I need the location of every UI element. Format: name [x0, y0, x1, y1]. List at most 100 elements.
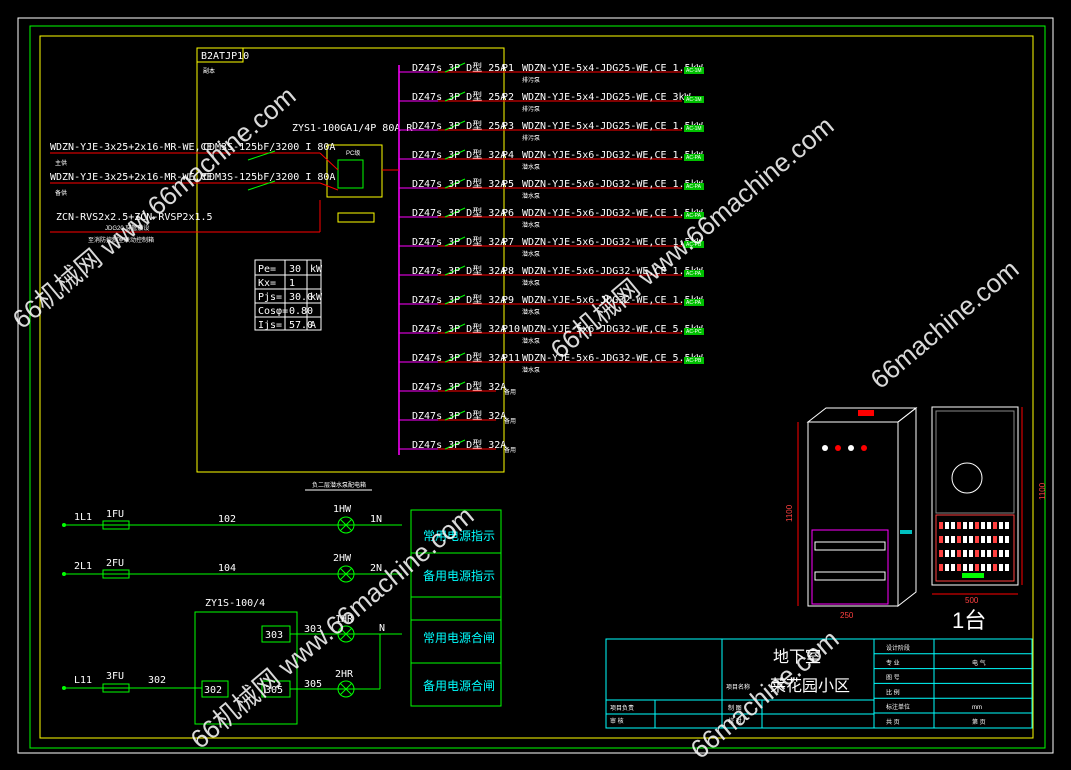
- cabinet-breaker: [981, 536, 985, 543]
- cabinet-breaker: [981, 564, 985, 571]
- cabinet-breaker: [969, 550, 973, 557]
- circuit-tag-box: [684, 212, 704, 219]
- contact-box: [201, 680, 229, 698]
- circuit-tag-box: [684, 154, 704, 161]
- circuit-cable: WDZN-YJE-5x6-JDG32-WE,CE 1.5kW: [522, 150, 704, 161]
- cabinet-breaker: [993, 564, 997, 571]
- load-value: 57.0: [289, 320, 313, 331]
- circuit-desc: 排污泵: [522, 76, 540, 84]
- cabinet-breaker: [945, 536, 949, 543]
- circuit-cable: WDZN-YJE-5x6-JDG32-WE,CE 5.5kW: [522, 324, 704, 335]
- cabinet-breaker: [999, 564, 1003, 571]
- control-label: 备用电源合闸: [423, 678, 495, 693]
- circuit-breaker: DZ47s 3P D型 32A: [412, 177, 506, 190]
- load-key: Kx=: [258, 278, 276, 289]
- contact-b: 305: [265, 685, 283, 696]
- control-cable2: JDG20 穿管敷设: [105, 224, 149, 232]
- load-value: 30.0: [289, 292, 313, 303]
- cabinet-breaker: [987, 550, 991, 557]
- circuit-desc: 潜水泵: [522, 279, 540, 287]
- circuit-breaker: DZ47s 3P D型 32A: [412, 148, 506, 161]
- cabinet-breaker: [987, 564, 991, 571]
- cabinet-lower: [935, 514, 1015, 582]
- circuit-cable: WDZN-YJE-5x4-JDG25-WE,CE 1.5kW: [522, 121, 704, 132]
- load-key: Ijs=: [258, 320, 282, 331]
- drawing-frame: [39, 35, 1034, 739]
- circuit-id: P5: [502, 179, 514, 190]
- load-unit: kW: [310, 292, 323, 303]
- title-left-row: 审 核: [610, 717, 624, 725]
- circuit-breaker-symbol: [444, 62, 466, 73]
- cabinet-breaker: [993, 522, 997, 529]
- control-note: 至消防控制室联动控制箱: [88, 236, 154, 244]
- incoming-link: [319, 182, 339, 191]
- title-project-label: 项目名称: [726, 683, 750, 691]
- cabinet-rail: [814, 541, 886, 551]
- title-project: 地下室: [773, 648, 821, 666]
- title-right-label: 共 页: [886, 718, 900, 726]
- cabinet-light: [835, 445, 841, 451]
- circuit-cable: WDZN-YJE-5x4-JDG25-WE,CE 3kW: [522, 92, 692, 103]
- incoming-note: 主供: [55, 159, 67, 167]
- circuit-cable: WDZN-YJE-5x6-JDG32-WE,CE 1.5kW: [522, 179, 704, 190]
- control-fuse3: 3FU: [106, 671, 124, 682]
- main-switch-label: ZYS1-100GA1/4P 80A R: [292, 123, 413, 134]
- pc-inner: [337, 159, 364, 189]
- indicator-lamp: [337, 680, 355, 698]
- cabinet-rail: [814, 571, 886, 581]
- incoming-breaker: CDM3S-125bF/3200 I 80A: [203, 172, 335, 183]
- circuit-breaker-symbol: [444, 91, 466, 102]
- cabinet-breaker: [987, 522, 991, 529]
- cabinet-breaker: [945, 550, 949, 557]
- circuit-breaker: DZ47s 3P D型 32A: [412, 380, 506, 393]
- circuit-tag-box: [684, 241, 704, 248]
- control-lamp-a: 1HR: [335, 614, 354, 625]
- incoming-cable: WDZN-YJE-3x25+2x16-MR-WE,CE: [50, 172, 213, 183]
- control-wire-b: 305: [304, 679, 322, 690]
- circuit-tag: AC-1M: [686, 97, 702, 103]
- cabinet-inner: [931, 406, 1019, 586]
- cabinet-breaker: [957, 536, 961, 543]
- circuit-tag-box: [684, 328, 704, 335]
- title-mid-row: 校 对: [728, 717, 742, 725]
- load-table-border: [254, 259, 322, 331]
- title-left-row: 项目负责: [610, 704, 634, 712]
- cabinet-breaker: [945, 522, 949, 529]
- circuit-desc: 排污泵: [522, 105, 540, 113]
- circuit-tag-box: [684, 299, 704, 306]
- cabinet-side: [897, 406, 917, 608]
- circuit-tag-box: [684, 96, 704, 103]
- load-value: 0.80: [289, 306, 313, 317]
- circuit-spare: 备用: [504, 417, 516, 425]
- control-lamp-b: 2HR: [335, 669, 354, 680]
- cabinet-breaker: [975, 536, 979, 543]
- title-right-value: 电 气: [972, 659, 986, 667]
- cabinet-breaker: [1005, 550, 1009, 557]
- title-right-label: 设计阶段: [886, 644, 910, 652]
- incoming-lines: WDZN-YJE-3x25+2x16-MR-WE,CECDM3S-125bF/3…: [50, 142, 399, 244]
- circuit-id: P4: [502, 150, 514, 161]
- circuit-tag-box: [684, 183, 704, 190]
- cabinet-window: [811, 529, 889, 605]
- load-key: Pe=: [258, 264, 276, 275]
- cabinet-breaker: [951, 564, 955, 571]
- cabinet-breaker: [1005, 536, 1009, 543]
- title-name: 莱花园小区: [770, 677, 850, 695]
- circuit-tag: AC-1M: [686, 68, 702, 74]
- contact-c: 302: [204, 685, 222, 696]
- circuit-tag: AC-PA: [686, 271, 702, 277]
- circuit-id: P8: [502, 266, 514, 277]
- cabinet-breaker: [975, 522, 979, 529]
- control-end: 2N: [370, 563, 382, 574]
- cabinet-breaker: [981, 550, 985, 557]
- circuit-id: P2: [502, 92, 514, 103]
- label-box: [410, 509, 502, 707]
- circuit-breaker-symbol: [444, 120, 466, 131]
- circuit-breaker: DZ47s 3P D型 32A: [412, 264, 506, 277]
- circuit-breaker-symbol: [444, 439, 466, 450]
- circuit-desc: 潜水泵: [522, 337, 540, 345]
- circuit-desc: 潜水泵: [522, 221, 540, 229]
- circuit-cable: WDZN-YJE-5x6-JDG32-WE,CE 1.5kW: [522, 266, 704, 277]
- cabinet-breaker: [999, 550, 1003, 557]
- control-label: 常用电源指示: [423, 528, 495, 543]
